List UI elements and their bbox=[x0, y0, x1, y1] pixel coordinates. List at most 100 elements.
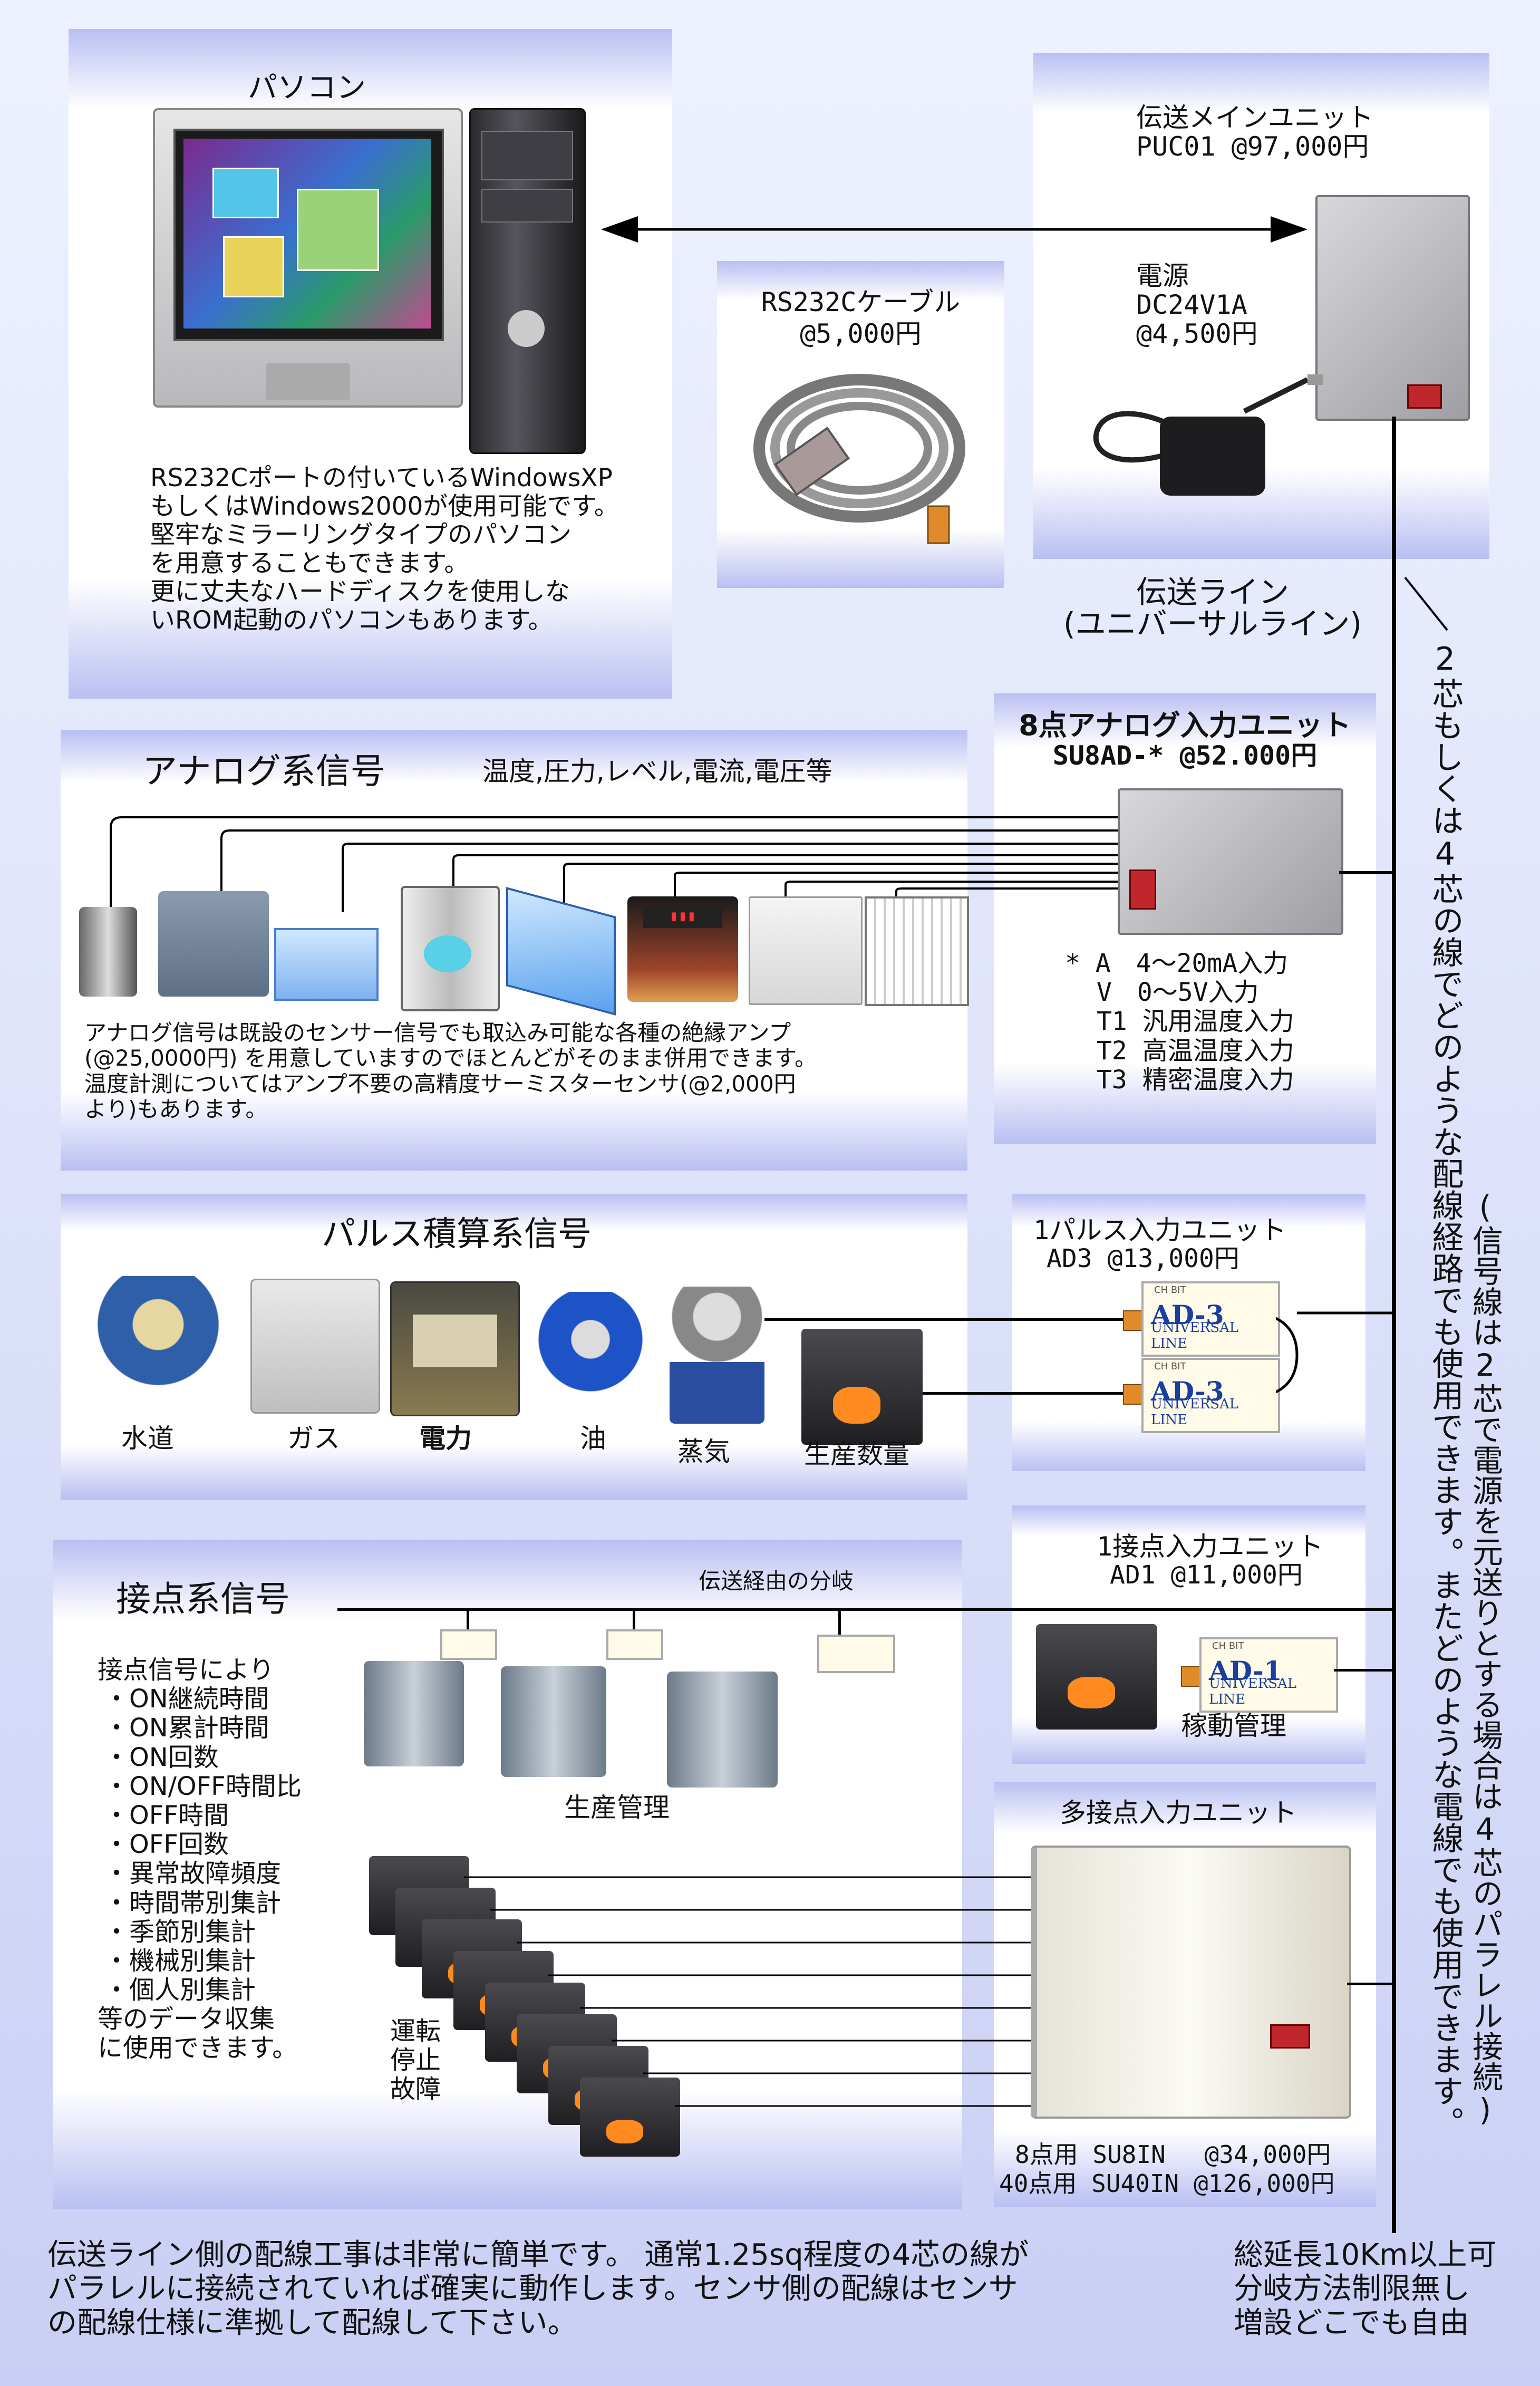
analog-unit-box bbox=[1118, 788, 1343, 935]
pulse-title: パルス積算系信号 bbox=[322, 1215, 592, 1254]
pc-desc-line: 更に丈夫なハードディスクを使用しな bbox=[150, 577, 570, 607]
vertical-note-1: 2芯もしくは4芯の線でどのような配線経路でも使用できます。またどのような電線でも… bbox=[1427, 641, 1464, 2138]
pulse-wire-1 bbox=[764, 1318, 1139, 1321]
power-adapter-icon bbox=[1093, 374, 1323, 496]
contact-use-line: ・OFF時間 bbox=[104, 1800, 229, 1830]
pulse-item-gas: ガス bbox=[287, 1423, 340, 1454]
controller-panel-icon: ▮▮▮ bbox=[627, 896, 738, 1002]
analog-spec-line: T2 高温温度入力 bbox=[1097, 1036, 1294, 1066]
branch-card-3 bbox=[817, 1635, 895, 1673]
contact-unit-model: AD1 @11,000円 bbox=[1110, 1560, 1303, 1590]
pulse-item-production: 生産数量 bbox=[804, 1439, 909, 1470]
vessel-icon bbox=[401, 886, 500, 1011]
production-label: 生産管理 bbox=[564, 1792, 670, 1823]
contact-use-line: に使用できます。 bbox=[98, 2033, 298, 2063]
main-unit-box bbox=[1315, 195, 1470, 421]
unit-logo-icon bbox=[1129, 870, 1156, 910]
bus-pointer-line bbox=[1404, 576, 1448, 631]
analog-desc: アナログ信号は既設のセンサー信号でも取込み可能な各種の絶縁アンプ (@25,00… bbox=[84, 1020, 817, 1122]
pc-desc-line: RS232Cポートの付いているWindowsXP bbox=[150, 463, 613, 492]
water-meter-icon bbox=[90, 1276, 227, 1397]
power-meter-icon bbox=[390, 1281, 520, 1416]
pc-desc: RS232Cポートの付いているWindowsXP もしくはWindows2000… bbox=[150, 463, 619, 635]
card-sub-label: UNIVERSAL LINE bbox=[1151, 1396, 1239, 1428]
pulse-connector-1 bbox=[1123, 1310, 1144, 1331]
power-name: 電源 bbox=[1136, 260, 1189, 291]
card-ch-label: CH BIT bbox=[1212, 1640, 1244, 1651]
analog-unit-model: SU8AD-* @52.000円 bbox=[1052, 740, 1318, 771]
footer-right-line: 総延長10Km以上可 bbox=[1234, 2238, 1497, 2272]
contact-unit-name: 1接点入力ユニット bbox=[1097, 1531, 1324, 1562]
gas-meter-icon bbox=[250, 1279, 380, 1414]
machine-tower-icon bbox=[501, 1666, 606, 1777]
analog-spec-line: V 0～5V入力 bbox=[1097, 978, 1259, 1008]
pulse-item-power: 電力 bbox=[419, 1423, 472, 1454]
contact-use-line: ・機械別集計 bbox=[104, 1946, 256, 1976]
footer-left-line: の配線仕様に準拠して配線して下さい。 bbox=[47, 2305, 577, 2340]
contact-uses: 接点信号により ・ON継続時間 ・ON累計時間 ・ON回数 ・ON/OFF時間比… bbox=[98, 1655, 302, 2063]
contact-use-line: ・異常故障頻度 bbox=[104, 1859, 282, 1889]
pump-icon bbox=[158, 891, 269, 997]
footer-right-line: 増設どこでも自由 bbox=[1234, 2305, 1469, 2340]
contact-use-line: ・OFF回数 bbox=[104, 1830, 229, 1860]
branch-drop-3 bbox=[838, 1608, 841, 1640]
pulse-unit-model: AD3 @13,000円 bbox=[1047, 1244, 1239, 1273]
main-bus-line bbox=[1392, 417, 1396, 2233]
footer-right: 総延長10Km以上可 分岐方法制限無し 増設どこでも自由 bbox=[1234, 2238, 1497, 2340]
contact-use-line: 等のデータ収集 bbox=[98, 2004, 275, 2034]
analog-subtitle: 温度,圧力,レベル,電流,電圧等 bbox=[482, 756, 832, 787]
pc-tower-icon bbox=[469, 108, 586, 454]
cable-price: @5,000円 bbox=[800, 318, 922, 349]
pc-desc-line: もしくはWindows2000が使用可能です。 bbox=[150, 492, 619, 521]
pc-desc-line: 堅牢なミラーリングタイプのパソコン bbox=[150, 520, 572, 550]
contact-branch-line bbox=[337, 1608, 1394, 1611]
contact-connector bbox=[1181, 1666, 1202, 1687]
card-ch-label: CH BIT bbox=[1154, 1361, 1186, 1372]
pulse-item-water: 水道 bbox=[121, 1423, 174, 1454]
pulse-item-oil: 油 bbox=[580, 1423, 606, 1454]
footer-left-line: パラレルに接続されていれば確実に動作します。センサ側の配線はセンサ bbox=[47, 2272, 1018, 2306]
contact-state-label: 故障 bbox=[390, 2074, 441, 2104]
analog-title: アナログ系信号 bbox=[142, 751, 385, 791]
card-model-label: AD-3 bbox=[1151, 1376, 1224, 1407]
multi-unit-model-40: 40点用 SU40IN @126,000円 bbox=[999, 2169, 1335, 2198]
card-ch-label: CH BIT bbox=[1154, 1284, 1186, 1296]
main-unit-model: PUC01 @97,000円 bbox=[1136, 131, 1369, 162]
branch-drop-2 bbox=[633, 1608, 635, 1640]
machine-tower-icon bbox=[364, 1661, 464, 1766]
pulse-unit-card-1: CH BIT AD-3 UNIVERSAL LINE bbox=[1141, 1281, 1280, 1357]
vertical-note-2: (信号線は2芯で電源を元送りとする場合は4芯のパラレル接続) bbox=[1467, 1189, 1503, 2128]
card-model-label: AD-1 bbox=[1209, 1655, 1282, 1686]
contact-use-line: ・個人別集計 bbox=[104, 1975, 256, 2005]
card-model-label: AD-3 bbox=[1151, 1299, 1224, 1330]
analog-desc-line: アナログ信号は既設のセンサー信号でも取込み可能な各種の絶縁アンプ bbox=[84, 1020, 791, 1046]
contact-use-line: ・ON継続時間 bbox=[104, 1684, 269, 1714]
instrument-panel-icon bbox=[749, 896, 863, 1005]
contact-unit-card: CH BIT AD-1 UNIVERSAL LINE bbox=[1199, 1637, 1338, 1713]
analog-spec-line: T3 精密温度入力 bbox=[1097, 1065, 1294, 1095]
card-sub-label: UNIVERSAL LINE bbox=[1209, 1676, 1297, 1707]
main-unit-name: 伝送メインユニット bbox=[1136, 102, 1373, 133]
cable-icon bbox=[753, 374, 965, 544]
contact-panel bbox=[53, 1540, 962, 2209]
pulse-bus-link bbox=[1276, 1311, 1394, 1394]
pulse-connector-2 bbox=[1123, 1384, 1144, 1405]
stacked-machine-icon bbox=[580, 2078, 680, 2157]
card-sub-label: UNIVERSAL LINE bbox=[1151, 1320, 1239, 1351]
analog-desc-line: 温度計測についてはアンプ不要の高精度サーミスターセンサ(@2,000円 bbox=[84, 1070, 796, 1097]
pc-desc-line: いROM起動のパソコンもあります。 bbox=[150, 606, 553, 635]
pulse-wire-2 bbox=[923, 1392, 1139, 1395]
branch-card-1 bbox=[440, 1629, 497, 1660]
analog-spec-line: T1 汎用温度入力 bbox=[1097, 1007, 1294, 1037]
multi-unit-name: 多接点入力ユニット bbox=[1060, 1798, 1297, 1828]
filter-icon bbox=[865, 896, 969, 1006]
analog-unit-name: 8点アナログ入力ユニット bbox=[1019, 709, 1351, 742]
pressure-sensor-icon bbox=[79, 907, 137, 997]
pc-desc-line: を用意することもできます。 bbox=[150, 549, 469, 578]
unit-logo-icon bbox=[1407, 384, 1442, 409]
oil-meter-icon bbox=[527, 1292, 654, 1397]
footer-right-line: 分岐方法制限無し bbox=[1234, 2272, 1470, 2306]
cable-name: RS232Cケーブル bbox=[761, 287, 961, 317]
contact-state-label: 運転 bbox=[390, 2016, 441, 2046]
multi-bus-link bbox=[1347, 1983, 1392, 1985]
